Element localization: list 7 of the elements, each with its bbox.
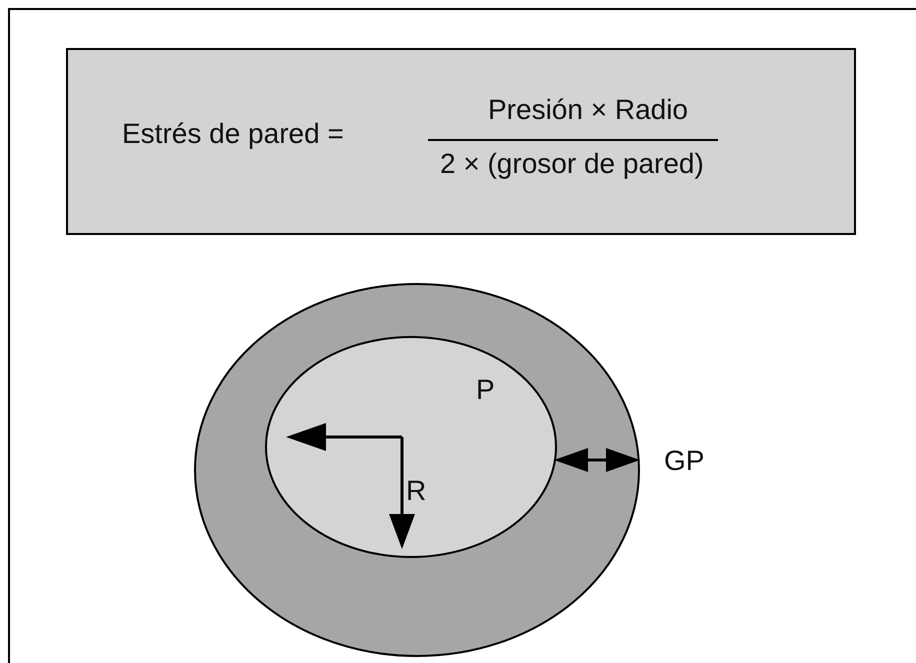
formula-panel [66, 48, 856, 235]
region-label: P [476, 374, 495, 406]
formula-numerator: Presión × Radio [488, 94, 688, 126]
formula-denominator: 2 × (grosor de pared) [440, 148, 704, 180]
formula-label: Estrés de pared = [122, 118, 344, 150]
dimension-label: GP [664, 445, 704, 477]
dimension-label: R [406, 475, 426, 507]
